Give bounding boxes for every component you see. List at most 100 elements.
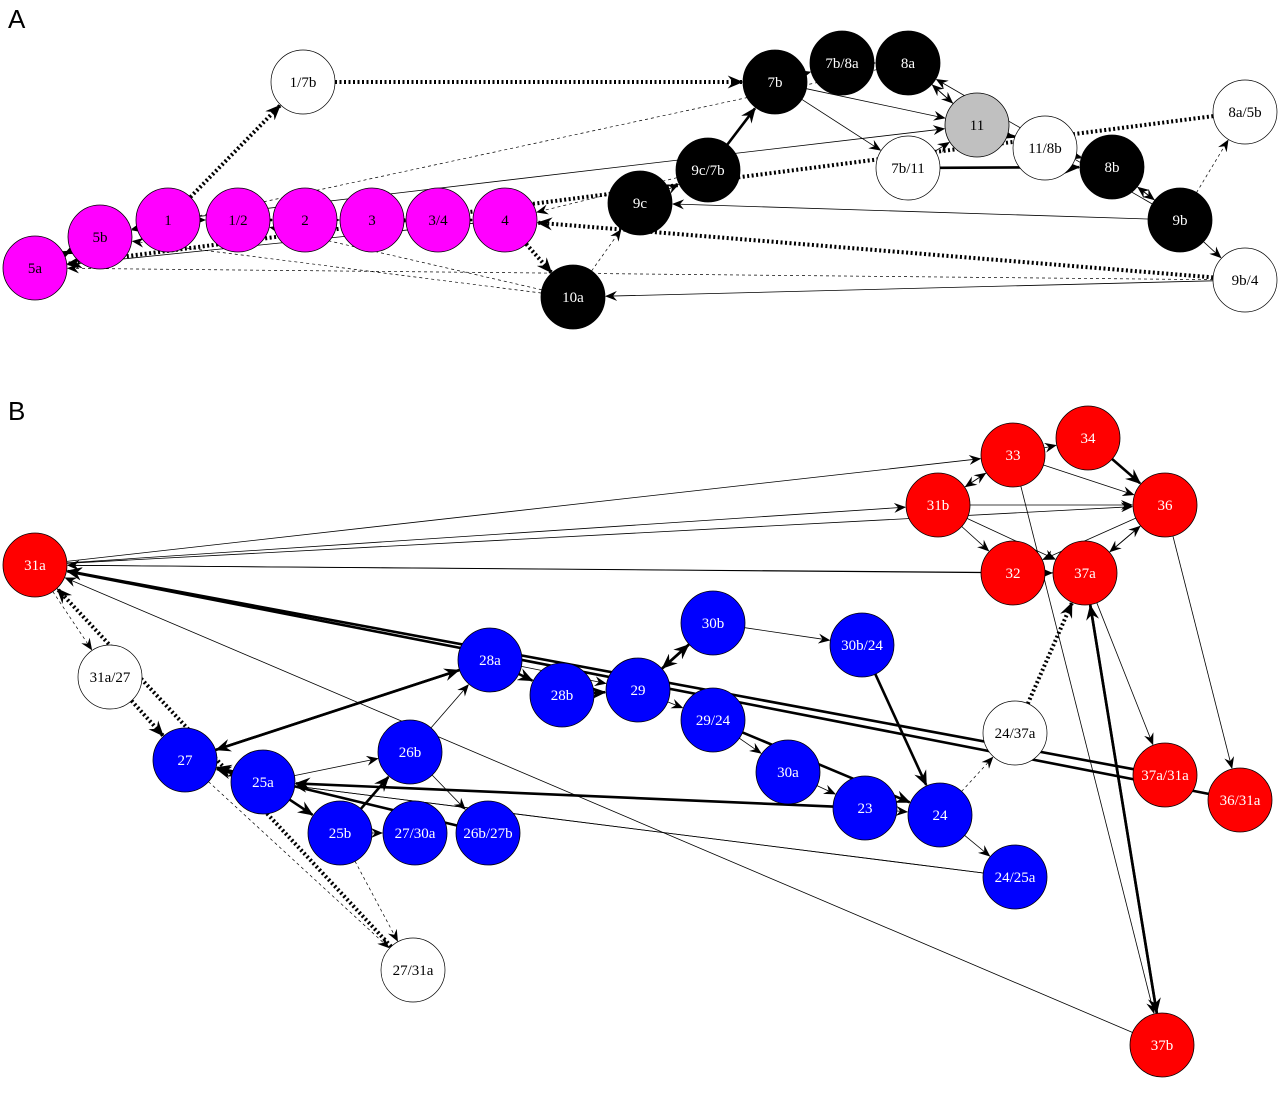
node-label: 37b <box>1151 1038 1174 1054</box>
node-37b: 37b <box>1129 1012 1195 1078</box>
edge-31b-to-37a <box>966 518 1056 560</box>
node-8a-5b: 8a/5b <box>1212 79 1278 145</box>
edge-5a-to-5b <box>58 250 72 261</box>
node-circle <box>1055 405 1121 471</box>
edge-7b-to-7b-8a <box>798 70 812 80</box>
edge-11-8b-to-8b <box>1068 150 1082 160</box>
edge-26b-to-26b-27b <box>431 774 466 810</box>
edge-29-24-to-30a <box>739 737 762 754</box>
edge-9b-to-9c <box>672 199 1149 220</box>
edge-7b-to-7b-11 <box>801 99 882 151</box>
node-label: 11 <box>970 118 984 134</box>
node-circle <box>540 264 606 330</box>
node-label: 24 <box>933 808 949 824</box>
node-label: 26b/27b <box>463 826 512 842</box>
node-9c: 9c <box>607 170 673 236</box>
node-label: 8a <box>901 56 916 72</box>
node-label: 3 <box>368 213 376 229</box>
node-circle <box>875 30 941 96</box>
node-circle <box>680 590 746 656</box>
node-29: 29 <box>605 657 671 723</box>
node-label: 5a <box>28 261 43 277</box>
edge-37a-to-36 <box>1109 525 1141 553</box>
node-circle <box>382 800 448 866</box>
edge-9b-to-9b-4 <box>1203 241 1222 259</box>
edge-31a-to-31b <box>66 502 907 564</box>
edge-10a-to-1-2 <box>269 224 542 291</box>
node-circle <box>1132 742 1198 808</box>
edge-25a-to-25b <box>288 798 314 816</box>
edge-36-to-32 <box>1042 517 1136 560</box>
node-circle <box>67 204 133 270</box>
node-label: 11/8b <box>1028 141 1062 157</box>
node-circle <box>152 727 218 793</box>
node-circle <box>405 187 471 253</box>
node-circle <box>529 662 595 728</box>
node-circle <box>1147 187 1213 253</box>
node-label: 34 <box>1081 431 1097 447</box>
node-circle <box>230 749 296 815</box>
node-circle <box>457 627 523 693</box>
node-circle <box>1132 472 1198 538</box>
node-31a-27: 31a/27 <box>77 644 143 710</box>
edge-4-to-10a <box>524 242 553 274</box>
edge-9b-4-to-10a <box>605 280 1214 301</box>
node-circle <box>1079 134 1145 200</box>
node-37a: 37a <box>1052 540 1118 606</box>
node-label: 5b <box>93 230 108 246</box>
node-label: 36 <box>1158 498 1174 514</box>
node-circle <box>680 687 746 753</box>
node-28b: 28b <box>529 662 595 728</box>
edge-23-to-25a <box>294 777 834 808</box>
edge-24-to-24-37a <box>961 756 994 792</box>
node-30b: 30b <box>680 590 746 656</box>
edge-7b-to-11 <box>806 88 946 121</box>
edge-33-to-36 <box>1043 464 1135 497</box>
node-label: 30b/24 <box>841 638 883 654</box>
edge-28b-to-29 <box>590 686 607 700</box>
node-label: 1/2 <box>228 213 247 229</box>
node-circle <box>2 235 68 301</box>
edge-27-31a-to-31a <box>56 587 393 948</box>
edge-1-to-1-7b <box>188 104 282 199</box>
node-label: 37a <box>1074 566 1096 582</box>
edge-37a-31a-to-31a <box>66 567 1134 771</box>
node-circle <box>339 187 405 253</box>
edge-24-25a-to-25a <box>294 782 984 874</box>
node-circle <box>2 532 68 598</box>
edge-37a-to-37a-31a <box>1096 602 1154 746</box>
node-circle <box>809 30 875 96</box>
node-circle <box>1129 1012 1195 1078</box>
edge-30a-to-23 <box>816 784 837 795</box>
node-37a-31a: 37a/31a <box>1132 742 1198 808</box>
node-30a: 30a <box>755 739 821 805</box>
node-circle <box>1212 79 1278 145</box>
node-label: 31a/27 <box>90 670 131 686</box>
node-circle <box>1052 540 1118 606</box>
node-24-25a: 24/25a <box>982 844 1048 910</box>
node-circle <box>755 739 821 805</box>
node-label: 24/25a <box>995 870 1036 886</box>
node-label: 30a <box>777 765 799 781</box>
node-label: 33 <box>1006 448 1021 464</box>
node-label: 9b <box>1173 213 1188 229</box>
node-label: 7b/8a <box>825 56 859 72</box>
node-label: 28b <box>551 688 574 704</box>
node-circle <box>905 472 971 538</box>
edge-37b-to-31a <box>64 577 1133 1033</box>
node-7b-11: 7b/11 <box>875 135 941 201</box>
edge-37a-to-31a <box>67 560 1054 574</box>
node-circle <box>272 187 338 253</box>
node-1-2: 1/2 <box>205 187 271 253</box>
node-circle <box>455 800 521 866</box>
edge-1-to-5b <box>131 221 144 232</box>
node-27: 27 <box>152 727 218 793</box>
edge-31a-to-33 <box>66 454 982 562</box>
edge-9b-4-to-4 <box>536 217 1214 280</box>
edge-28a-to-28b <box>516 668 534 682</box>
edge-10a-to-9c <box>591 229 622 272</box>
edge-31a-27-to-27 <box>130 699 165 737</box>
node-7b-8a: 7b/8a <box>809 30 875 96</box>
node-circle <box>605 657 671 723</box>
node-circle <box>982 844 1048 910</box>
